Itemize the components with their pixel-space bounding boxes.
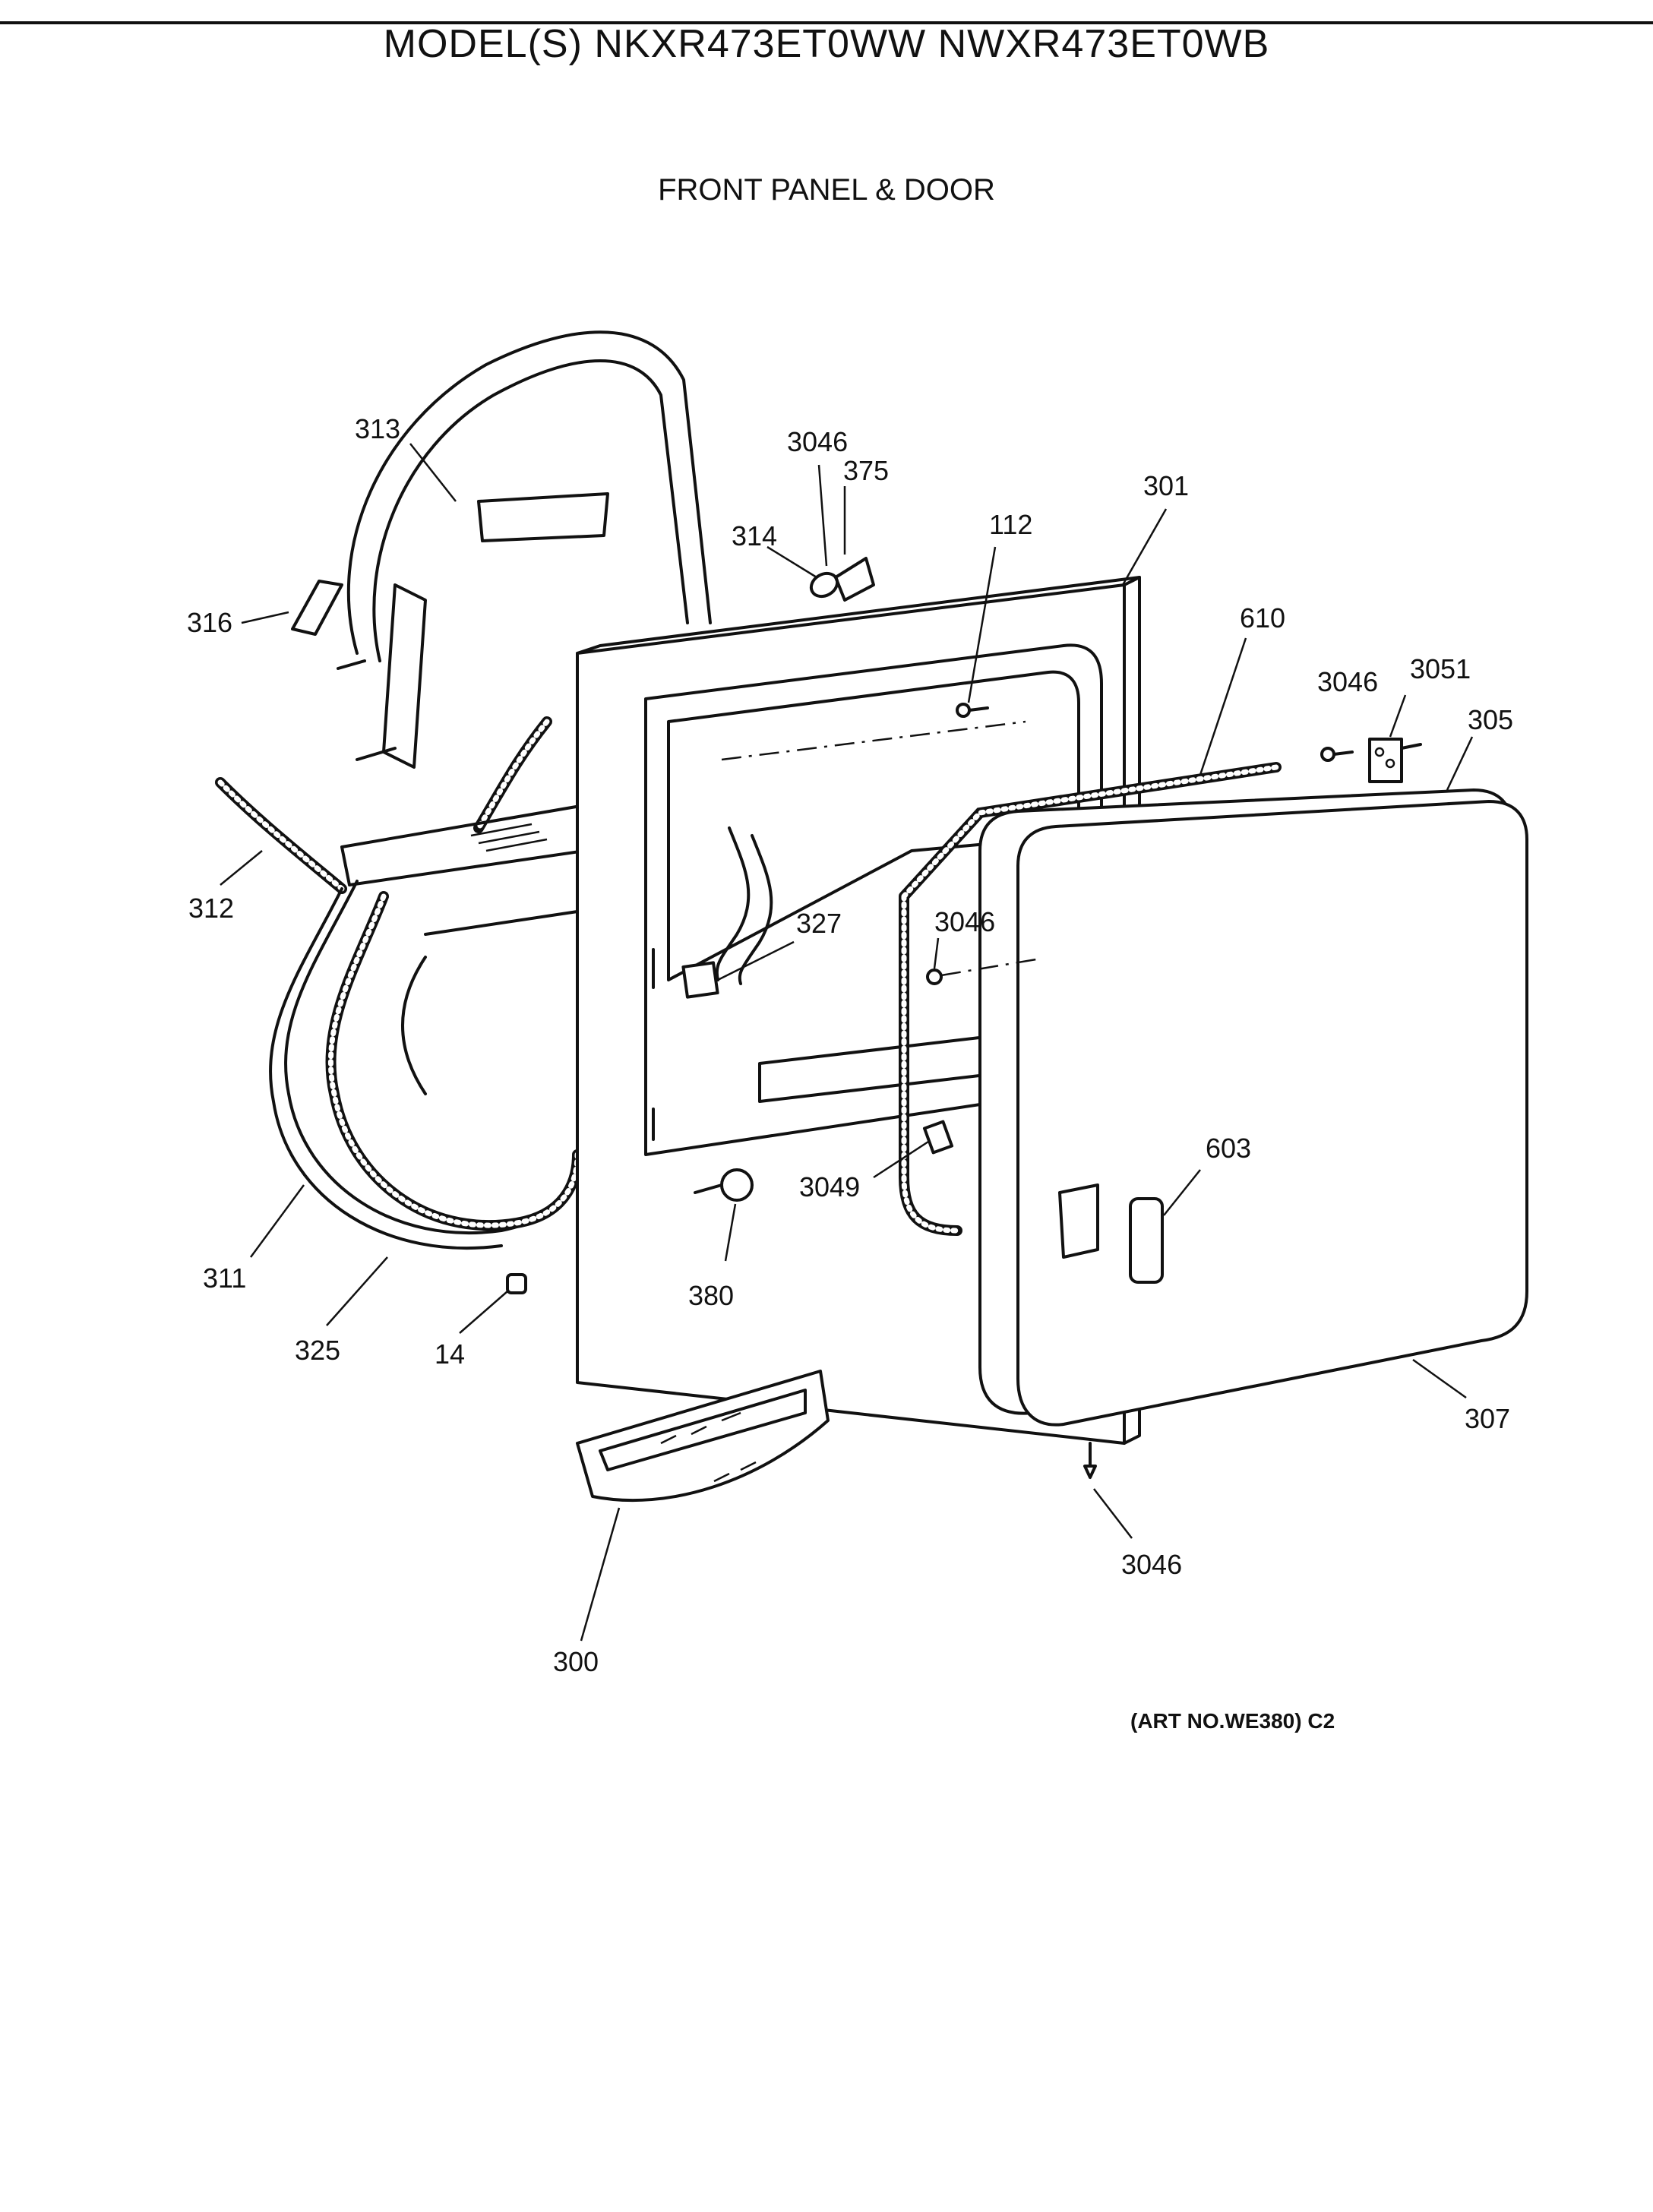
part-327-door-latch bbox=[681, 826, 773, 999]
callout-603: 603 bbox=[1206, 1133, 1251, 1164]
header-rule bbox=[0, 21, 1653, 24]
part-300-control-housing bbox=[576, 1370, 830, 1503]
callout-112: 112 bbox=[989, 509, 1032, 540]
callout-314: 314 bbox=[732, 520, 777, 551]
part-610-door-gasket bbox=[899, 762, 1282, 1236]
part-3046-screw-bottom bbox=[1083, 1442, 1097, 1479]
callout-313: 313 bbox=[355, 413, 400, 444]
part-314-switch bbox=[809, 557, 875, 602]
part-3051-hinge bbox=[1368, 738, 1422, 783]
part-312-felt-seal bbox=[215, 716, 552, 894]
callout-375: 375 bbox=[843, 455, 889, 486]
leader-lines bbox=[220, 443, 1474, 1642]
section-title: FRONT PANEL & DOOR bbox=[658, 173, 995, 207]
callout-312: 312 bbox=[188, 893, 234, 924]
callout-307: 307 bbox=[1465, 1403, 1510, 1434]
callout-301: 301 bbox=[1143, 470, 1189, 501]
callout-3046-right: 3046 bbox=[1317, 666, 1378, 697]
part-112-screw bbox=[956, 703, 989, 718]
part-14-clip bbox=[506, 1273, 527, 1294]
callout-3049: 3049 bbox=[799, 1171, 860, 1202]
callout-3051: 3051 bbox=[1410, 653, 1471, 684]
part-380-lamp-socket bbox=[694, 1168, 754, 1202]
part-316-felt-strip bbox=[291, 580, 343, 636]
callout-327: 327 bbox=[796, 908, 842, 939]
part-325-door-seal bbox=[325, 891, 583, 1231]
part-311-front-bulkhead bbox=[269, 804, 591, 1250]
model-title: MODEL(S) NKXR473ET0WW NWXR473ET0WB bbox=[383, 22, 1270, 66]
callout-3046-mid: 3046 bbox=[934, 906, 995, 937]
callout-3046-top: 3046 bbox=[787, 426, 848, 457]
callout-325: 325 bbox=[295, 1335, 340, 1366]
callout-3046-bottom: 3046 bbox=[1121, 1549, 1182, 1580]
callout-14: 14 bbox=[435, 1338, 465, 1370]
part-3046-screw-right bbox=[1320, 747, 1354, 762]
part-307-outer-door bbox=[1016, 800, 1528, 1427]
callout-labels: 313 316 312 311 325 14 3046 375 314 112 … bbox=[187, 413, 1513, 1677]
part-3049-hinge-pin bbox=[922, 1120, 954, 1155]
part-3046-screw-mid bbox=[926, 957, 1041, 985]
callout-380: 380 bbox=[688, 1280, 734, 1311]
part-313-bulkhead-ring bbox=[337, 330, 712, 769]
callout-300: 300 bbox=[553, 1646, 599, 1677]
callout-305: 305 bbox=[1468, 704, 1513, 735]
callout-316: 316 bbox=[187, 607, 232, 638]
art-number: (ART NO.WE380) C2 bbox=[1130, 1709, 1335, 1733]
callout-311: 311 bbox=[203, 1262, 246, 1294]
part-603-door-pull bbox=[1129, 1197, 1164, 1284]
callout-610: 610 bbox=[1240, 602, 1285, 634]
